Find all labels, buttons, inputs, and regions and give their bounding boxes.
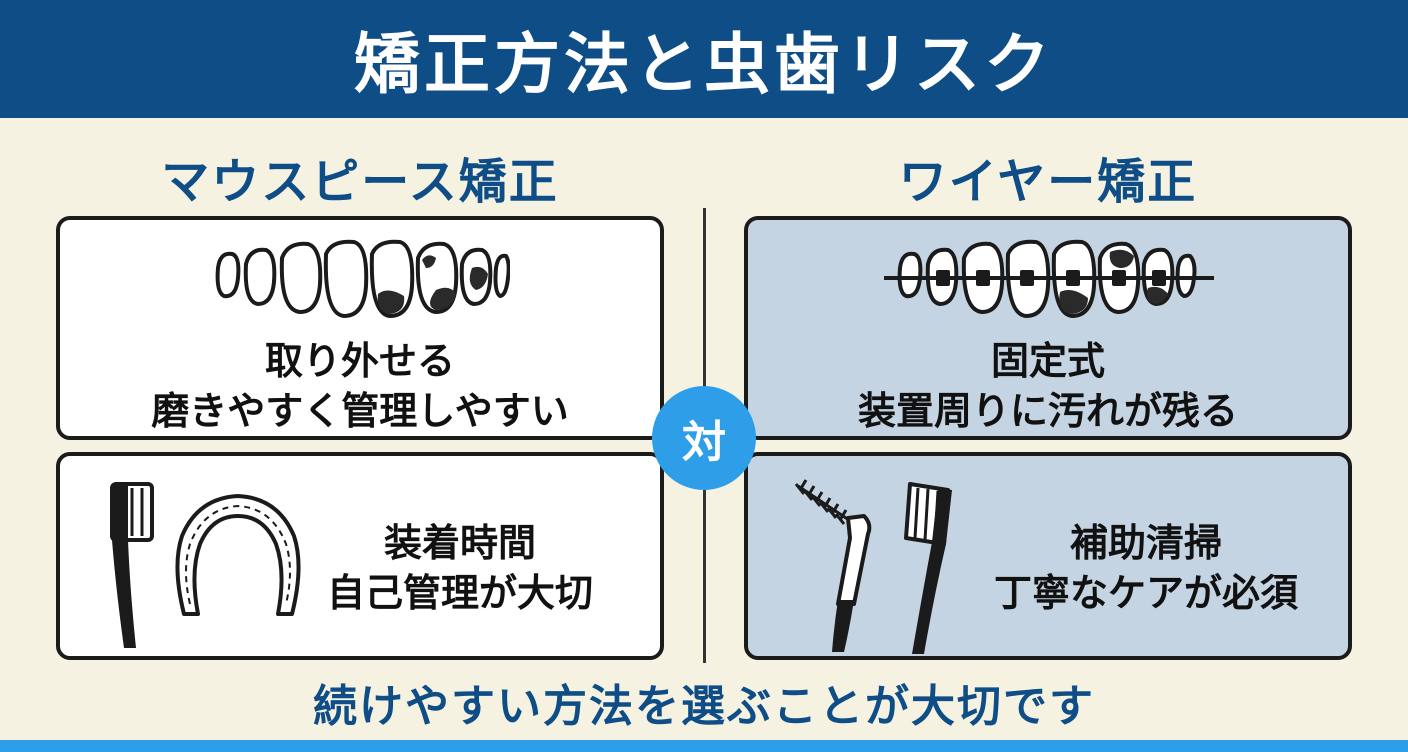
right-card-aux-cleaning: 補助清掃 丁寧なケアが必須 [744, 452, 1352, 660]
left-card2-line2: 自己管理が大切 [326, 571, 593, 616]
right-column-title: ワイヤー矯正 [898, 154, 1198, 210]
toothbrush-icon [110, 482, 154, 648]
interdental-brush-icon [794, 479, 872, 652]
footer-bar [0, 740, 1408, 752]
right-card2-line1: 補助清掃 [1069, 521, 1222, 565]
left-card-removable: 取り外せる 磨きやすく管理しやすい [56, 216, 664, 440]
page-title: 矯正方法と虫歯リスク [354, 26, 1054, 103]
left-card2-text: 装着時間 自己管理が大切 [290, 518, 630, 618]
right-card1-text: 固定式 装置周りに汚れが残る [748, 336, 1348, 436]
footer-message: 続けやすい方法を選ぶことが大切です [313, 681, 1095, 732]
left-card1-text: 取り外せる 磨きやすく管理しやすい [60, 336, 660, 436]
right-card2-text: 補助清掃 丁寧なケアが必須 [966, 518, 1326, 618]
aligner-tray-icon [175, 494, 301, 616]
right-card1-line2: 装置周りに汚れが残る [857, 389, 1238, 434]
left-column-title: マウスピース矯正 [161, 154, 559, 210]
left-card1-line2: 磨きやすく管理しやすい [151, 389, 569, 434]
header-banner: 矯正方法と虫歯リスク [0, 0, 1408, 118]
right-card1-line1: 固定式 [990, 339, 1105, 383]
vs-badge: 対 [652, 386, 756, 490]
left-card-wear-time: 装着時間 自己管理が大切 [56, 452, 664, 660]
teeth-with-decay-icon [215, 239, 510, 319]
right-card2-line2: 丁寧なケアが必須 [993, 571, 1298, 616]
left-card2-line1: 装着時間 [383, 521, 536, 565]
left-card1-line1: 取り外せる [264, 339, 455, 383]
teeth-with-braces-icon [884, 239, 1214, 319]
toothbrush-icon-right [904, 482, 952, 654]
right-card-fixed: 固定式 装置周りに汚れが残る [744, 216, 1352, 440]
